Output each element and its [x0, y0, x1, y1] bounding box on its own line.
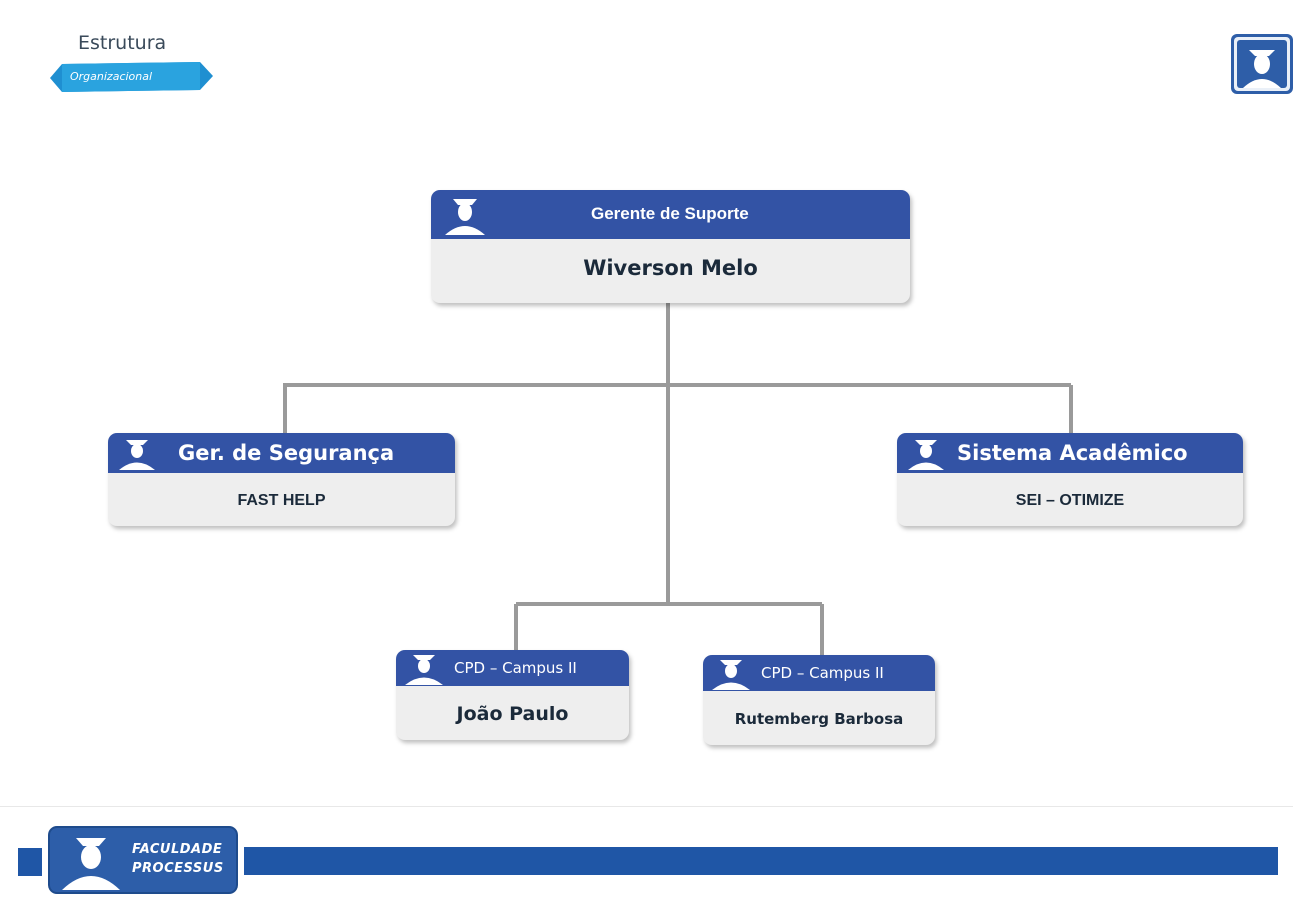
card-role: CPD – Campus II	[454, 659, 577, 677]
graduate-person-icon	[58, 832, 124, 895]
graduate-person-icon	[905, 438, 947, 475]
badge-ribbon: Organizacional	[50, 60, 213, 94]
card-role: CPD – Campus II	[761, 664, 884, 682]
card-role: Sistema Acadêmico	[957, 441, 1188, 465]
card-header: Gerente de Suporte	[431, 190, 910, 239]
badge-label: Organizacional	[70, 70, 153, 83]
card-ger-seguranca: Ger. de Segurança FAST HELP	[108, 433, 455, 526]
logo-text: FACULDADE PROCESSUS	[132, 840, 224, 878]
card-cpd-rutemberg-barbosa: CPD – Campus II Rutemberg Barbosa	[703, 655, 935, 745]
card-header: CPD – Campus II	[396, 650, 629, 686]
card-name: Rutemberg Barbosa	[734, 710, 904, 728]
graduate-person-icon	[402, 653, 446, 690]
card-name: FAST HELP	[237, 492, 326, 509]
faculdade-logo: FACULDADE PROCESSUS	[48, 826, 238, 894]
card-cpd-joao-paulo: CPD – Campus II João Paulo	[396, 650, 629, 740]
logo-line1: FACULDADE	[132, 842, 223, 857]
footer-bar-left	[18, 848, 42, 876]
structure-badge: Estrutura Organizacional	[50, 30, 220, 100]
footer-bar	[244, 847, 1278, 875]
graduate-person-icon	[116, 438, 158, 475]
card-header: CPD – Campus II	[703, 655, 935, 691]
graduate-person-icon	[709, 658, 753, 695]
logo-line2: PROCESSUS	[132, 861, 224, 876]
card-sistema-academico: Sistema Acadêmico SEI – OTIMIZE	[897, 433, 1243, 526]
card-gerente-suporte: Gerente de Suporte Wiverson Melo	[431, 190, 910, 303]
badge-title: Estrutura	[78, 32, 167, 54]
card-header: Ger. de Segurança	[108, 433, 455, 473]
card-name: João Paulo	[456, 703, 569, 725]
card-role: Gerente de Suporte	[591, 204, 749, 223]
card-name: Wiverson Melo	[583, 256, 758, 280]
card-name: SEI – OTIMIZE	[1015, 492, 1125, 509]
footer-divider	[0, 806, 1293, 807]
graduate-logo-icon	[1231, 34, 1293, 94]
graduate-person-icon	[441, 195, 489, 240]
card-header: Sistema Acadêmico	[897, 433, 1243, 473]
card-role: Ger. de Segurança	[178, 441, 395, 465]
